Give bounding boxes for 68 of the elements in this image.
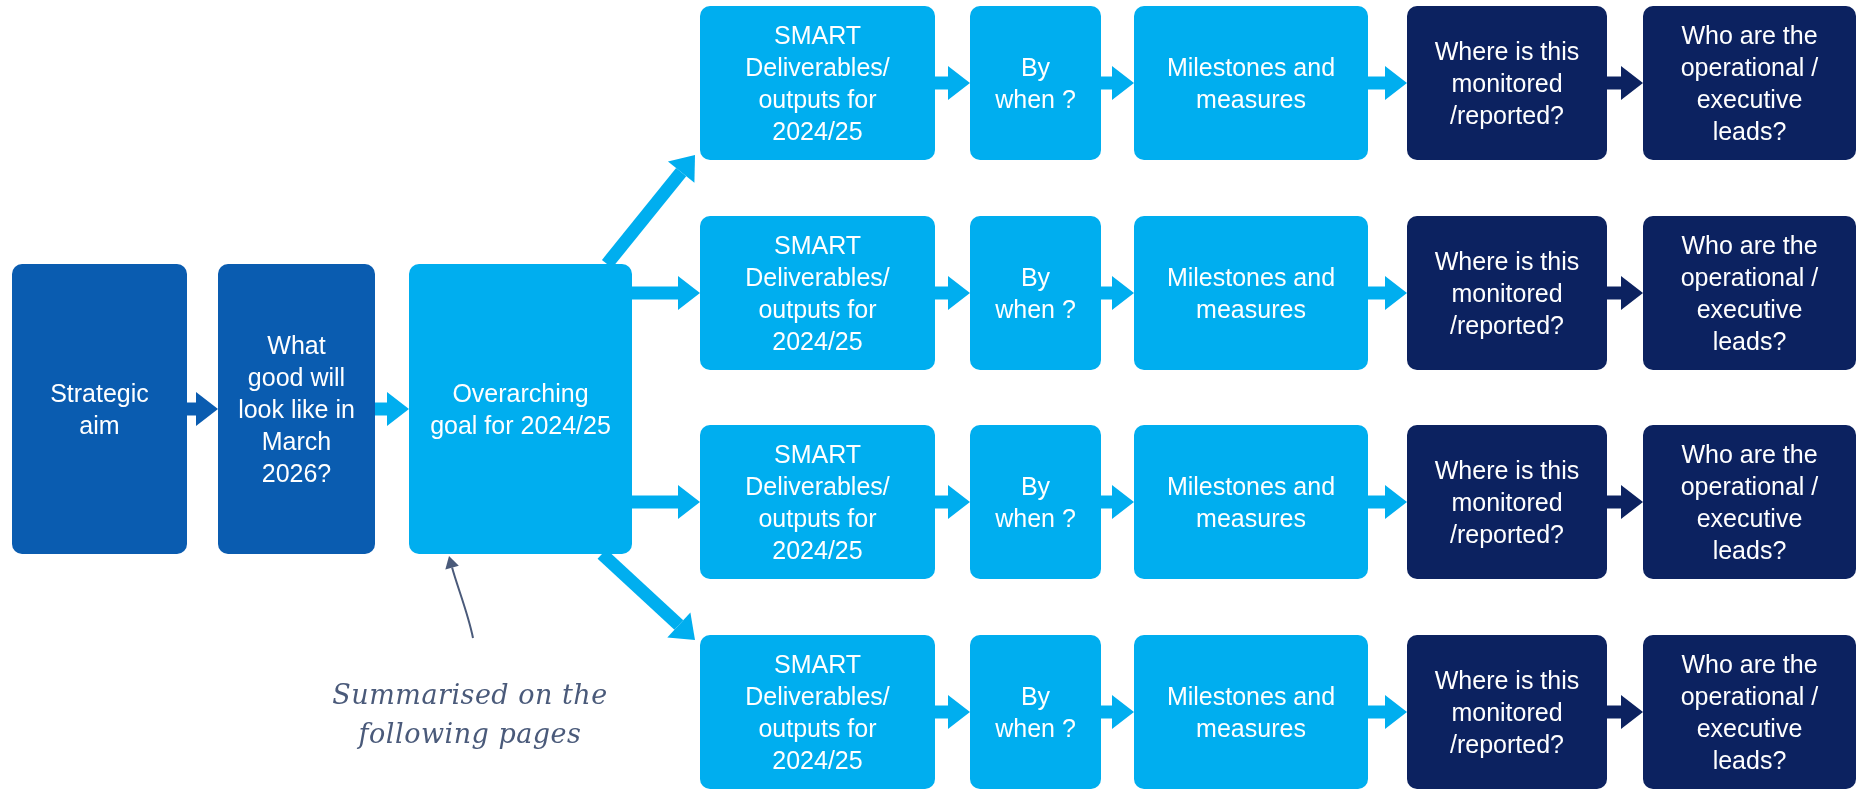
box-text: Who are the operational / executive leads? bbox=[1679, 230, 1820, 357]
box-text: What good will look like in March 2026? bbox=[238, 330, 355, 489]
box-text: By when ? bbox=[994, 262, 1077, 325]
box-text: Where is this monitored /reported? bbox=[1433, 36, 1581, 131]
box-text: Strategic aim bbox=[49, 378, 150, 441]
box-text: By when ? bbox=[994, 681, 1077, 744]
block-arrow bbox=[1368, 66, 1407, 100]
process-box bbox=[1643, 425, 1856, 579]
block-arrow bbox=[632, 276, 700, 310]
box-text: Milestones and measures bbox=[1165, 262, 1337, 325]
block-arrow bbox=[1101, 695, 1134, 729]
process-box bbox=[970, 216, 1101, 370]
process-box bbox=[409, 264, 632, 554]
process-box bbox=[700, 425, 935, 579]
process-box bbox=[1134, 6, 1368, 160]
block-arrow bbox=[1368, 485, 1407, 519]
block-arrow bbox=[1368, 276, 1407, 310]
process-box bbox=[1643, 6, 1856, 160]
process-box bbox=[1134, 216, 1368, 370]
block-arrow bbox=[935, 695, 970, 729]
process-box bbox=[1407, 425, 1607, 579]
box-text: SMART Deliverables/ outputs for 2024/25 bbox=[744, 230, 891, 357]
process-box bbox=[1407, 635, 1607, 789]
block-arrow bbox=[1607, 276, 1643, 310]
process-box bbox=[970, 425, 1101, 579]
box-text: Where is this monitored /reported? bbox=[1433, 246, 1581, 341]
box-text: Who are the operational / executive leads? bbox=[1679, 649, 1820, 776]
process-box bbox=[1134, 635, 1368, 789]
process-box bbox=[1643, 635, 1856, 789]
block-arrow bbox=[1101, 276, 1134, 310]
annotation-text: Summarised on the following pages bbox=[331, 677, 609, 751]
process-box bbox=[700, 216, 935, 370]
box-text: Where is this monitored /reported? bbox=[1433, 455, 1581, 550]
box-text: Overarching goal for 2024/25 bbox=[429, 378, 612, 441]
box-text: By when ? bbox=[994, 52, 1077, 115]
box-text: SMART Deliverables/ outputs for 2024/25 bbox=[744, 649, 891, 776]
leader-arrow bbox=[445, 556, 474, 639]
process-box bbox=[12, 264, 187, 554]
box-text: Milestones and measures bbox=[1165, 52, 1337, 115]
box-text: Who are the operational / executive leads? bbox=[1679, 439, 1820, 566]
process-box bbox=[1134, 425, 1368, 579]
block-arrow bbox=[375, 392, 409, 426]
box-text: Where is this monitored /reported? bbox=[1433, 665, 1581, 760]
block-arrow bbox=[1607, 66, 1643, 100]
process-box bbox=[1407, 6, 1607, 160]
block-arrow bbox=[1607, 485, 1643, 519]
process-box bbox=[1643, 216, 1856, 370]
block-arrow bbox=[1101, 485, 1134, 519]
block-arrow bbox=[632, 485, 700, 519]
block-arrow bbox=[935, 66, 970, 100]
box-text: Milestones and measures bbox=[1165, 471, 1337, 534]
block-arrow bbox=[1368, 695, 1407, 729]
box-text: Who are the operational / executive leads? bbox=[1679, 20, 1820, 147]
process-box bbox=[700, 635, 935, 789]
block-arrow bbox=[1607, 695, 1643, 729]
box-text: SMART Deliverables/ outputs for 2024/25 bbox=[744, 20, 891, 147]
process-box bbox=[970, 6, 1101, 160]
process-box bbox=[218, 264, 375, 554]
process-box bbox=[970, 635, 1101, 789]
process-box bbox=[1407, 216, 1607, 370]
block-arrow bbox=[935, 485, 970, 519]
box-text: SMART Deliverables/ outputs for 2024/25 bbox=[744, 439, 891, 566]
block-arrow bbox=[1101, 66, 1134, 100]
process-box bbox=[700, 6, 935, 160]
box-text: By when ? bbox=[994, 471, 1077, 534]
block-arrow bbox=[187, 392, 218, 426]
block-arrow bbox=[935, 276, 970, 310]
box-text: Milestones and measures bbox=[1165, 681, 1337, 744]
